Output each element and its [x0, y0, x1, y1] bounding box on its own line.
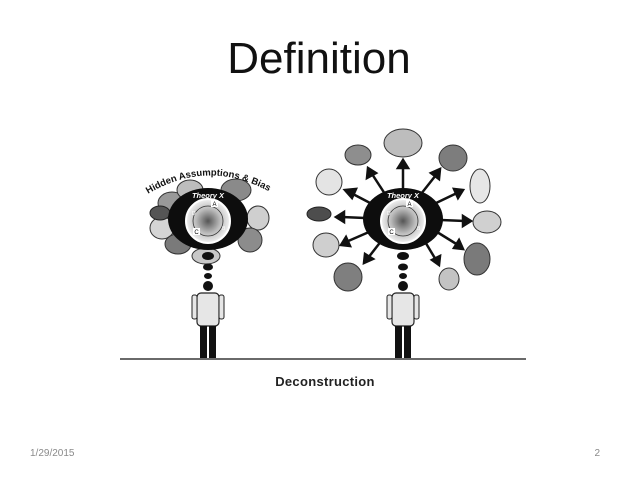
- deconstruction-illustration: Hidden Assumptions & Biases A C D B Theo…: [107, 110, 526, 360]
- left-mind-eye: A C D B Theory X: [168, 188, 248, 250]
- node-label-a: A: [407, 202, 411, 208]
- slide-title: Definition: [227, 34, 411, 83]
- node-label-c: C: [194, 230, 199, 236]
- right-mind-eye: A C D B Theory X: [363, 188, 443, 250]
- figure-caption: Deconstruction: [275, 374, 375, 389]
- node-label-b: B: [222, 226, 226, 232]
- right-person-figure: [386, 281, 420, 358]
- node-label-c: C: [389, 230, 394, 236]
- node-label-d: D: [387, 211, 391, 217]
- node-label-d: D: [192, 211, 196, 217]
- theory-label-right: Theory X: [387, 191, 420, 200]
- right-thought-bubbles: [397, 252, 409, 279]
- left-assumption-cloud: [149, 178, 270, 265]
- theory-label-left: Theory X: [192, 191, 225, 200]
- page-number: 2: [594, 448, 600, 459]
- deconstruction-figure: Hidden Assumptions & Biases A C D B Theo…: [107, 110, 540, 396]
- left-thought-bubbles: [202, 252, 214, 279]
- radiating-arrows: [333, 157, 474, 268]
- node-label-a: A: [212, 202, 216, 208]
- node-label-b: B: [417, 226, 421, 232]
- left-person-figure: [191, 281, 225, 358]
- footer-date: 1/29/2015: [30, 448, 75, 459]
- right-scattered-assumptions: [306, 128, 502, 292]
